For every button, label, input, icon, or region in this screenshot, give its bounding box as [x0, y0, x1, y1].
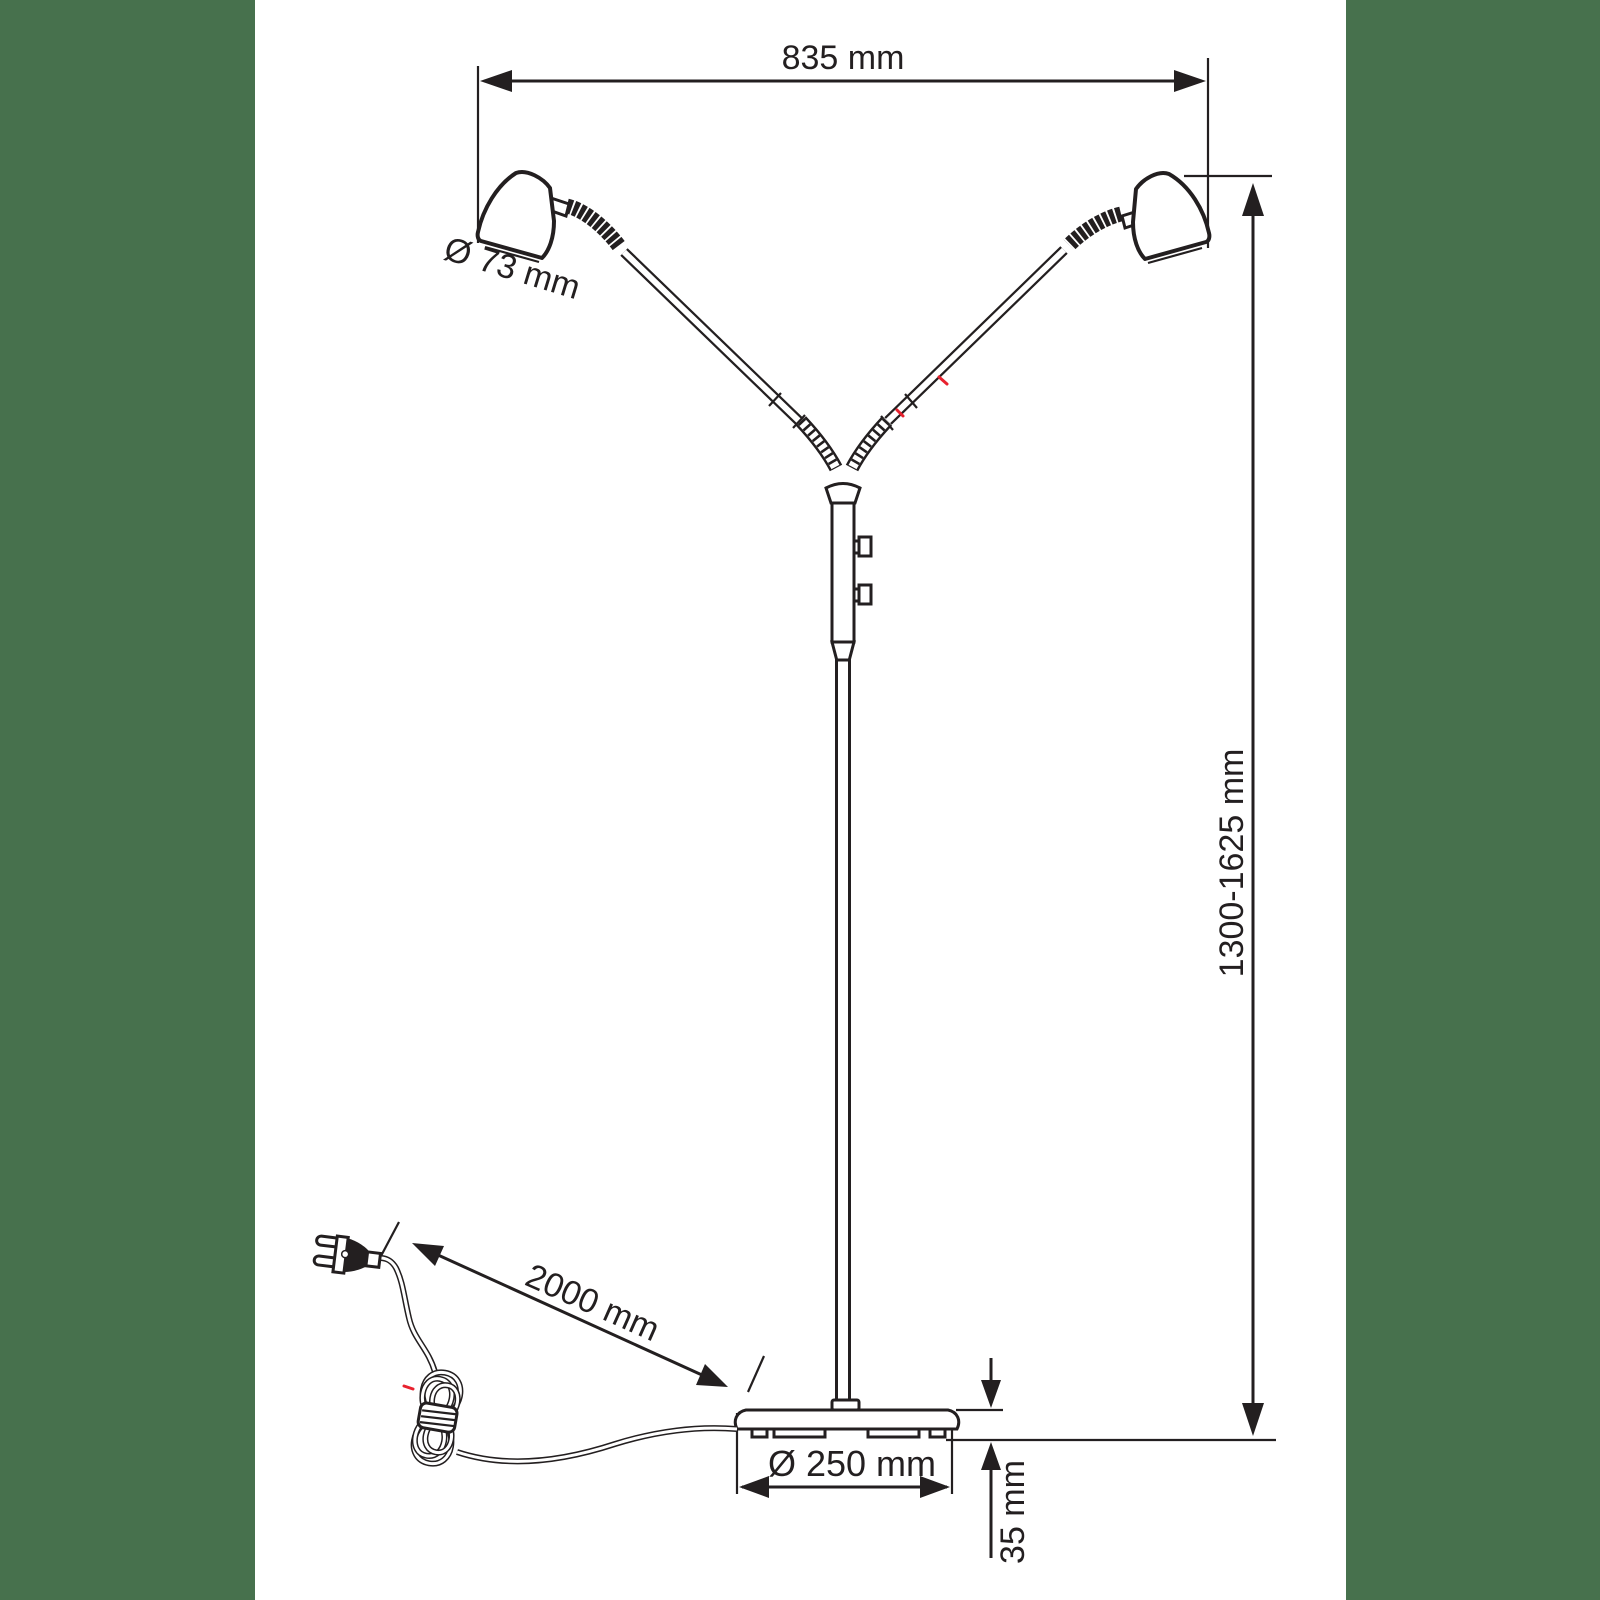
base: [733, 1398, 961, 1439]
left-upper-gooseneck: [564, 198, 625, 251]
stem-taper: [830, 640, 856, 663]
cable-arrow-upper: [412, 1243, 444, 1266]
right-head-shade: [1131, 171, 1212, 261]
arm-junction-collar: [824, 482, 862, 505]
red-print-marks: [402, 375, 949, 1391]
pole: [835, 658, 851, 1404]
width-dimension-label: 835 mm: [782, 39, 905, 77]
cable-extension-tick-base: [746, 1355, 766, 1393]
right-lamp-head: [1131, 171, 1212, 265]
base-diameter-arrow-left: [739, 1476, 769, 1498]
base-foot: [928, 1427, 947, 1439]
cable-dimension-line: [415, 1243, 725, 1387]
cord-base-segment-core: [456, 1426, 738, 1463]
right-arm-joint-tick-1: [904, 393, 918, 409]
right-side-panel: [1346, 0, 1600, 1600]
red-mark: [937, 375, 949, 386]
coil-wrap-line: [419, 1421, 454, 1428]
base-height-arrow-up: [981, 1442, 1001, 1470]
base-diameter-label: Ø 250 mm: [768, 1443, 936, 1484]
height-dimension-label: 1300-1625 mm: [1213, 749, 1251, 978]
base-height-label: 35 mm: [994, 1460, 1032, 1564]
cable-arrow-lower: [696, 1364, 728, 1387]
red-mark: [402, 1384, 415, 1391]
base-foot: [750, 1427, 769, 1439]
height-arrow-top: [1242, 183, 1264, 216]
left-lower-gooseneck-ribs: [797, 417, 840, 471]
left-lamp-head: [475, 170, 556, 264]
base-plate: [733, 1408, 961, 1431]
base-feet: [750, 1427, 947, 1439]
height-dimension: 1300-1625 mm: [946, 174, 1276, 1442]
floor-lamp-drawing: [312, 170, 1212, 1467]
red-mark: [895, 408, 905, 418]
base-height-dimension: 35 mm: [956, 1358, 1032, 1564]
cable-extension-tick-plug: [380, 1221, 400, 1257]
left-head-rim-line: [484, 245, 540, 264]
plug-body: [342, 1238, 371, 1273]
stem-body: [830, 501, 856, 644]
base-height-arrow-down: [981, 1380, 1001, 1408]
power-cord: [379, 1255, 738, 1467]
base-diameter-arrow-right: [920, 1476, 950, 1498]
coil-wrap-line: [420, 1415, 456, 1422]
plug-face-dot: [340, 1249, 350, 1259]
right-arm-tube-core: [885, 247, 1067, 424]
width-arrow-left: [480, 70, 512, 92]
left-arm-tube-core: [621, 249, 803, 425]
cord-plug-segment-core: [379, 1256, 437, 1373]
base-foot: [772, 1427, 827, 1439]
left-arm-joint-tick-2: [792, 414, 806, 429]
right-lower-gooseneck-ribs: [848, 417, 891, 471]
plug-cord-boot: [364, 1250, 383, 1270]
right-arm: [845, 206, 1145, 472]
left-arm-joint-tick-1: [768, 392, 782, 407]
coil-wrap-line: [421, 1409, 457, 1416]
right-head-rim-line: [1147, 246, 1203, 265]
right-upper-gooseneck: [1063, 206, 1124, 251]
switch-2-knob: [857, 583, 873, 606]
left-side-panel: [0, 0, 255, 1600]
stem: [824, 482, 873, 1404]
base-foot: [866, 1427, 921, 1439]
switch-1-knob: [857, 535, 873, 558]
mains-plug: [312, 1234, 383, 1275]
left-head-shade: [475, 170, 556, 260]
height-arrow-bottom: [1242, 1403, 1264, 1436]
left-arm: [547, 196, 843, 472]
cord-coil: [410, 1369, 464, 1467]
width-arrow-right: [1174, 70, 1206, 92]
width-dimension: 835 mm: [476, 39, 1210, 248]
